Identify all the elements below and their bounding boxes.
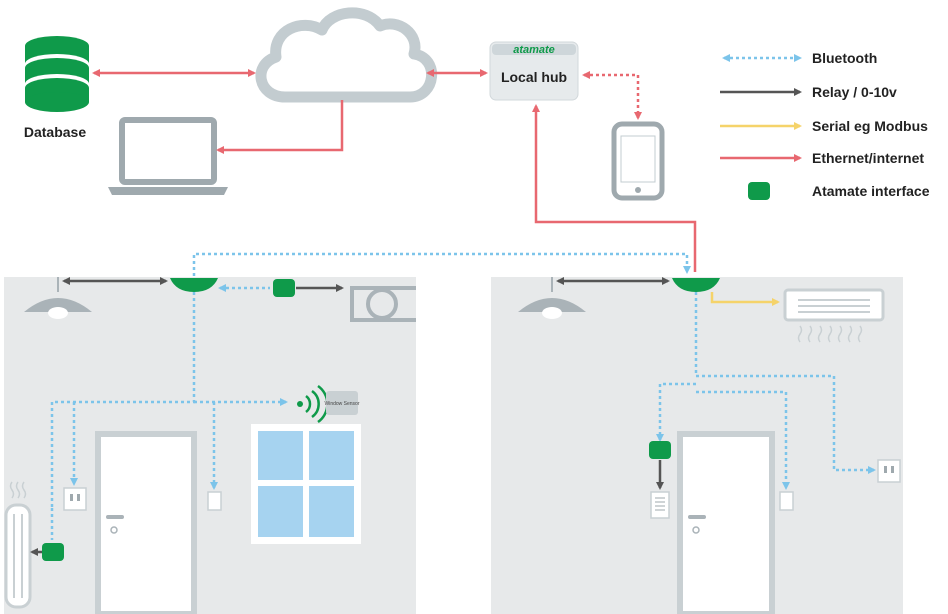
legend-serial-label: Serial eg Modbus [812,118,928,134]
right-bt-trunk [694,292,876,474]
room-bluetooth-link [192,252,691,276]
left-ceiling-light-icon [24,277,92,319]
left-light-switch-icon [63,487,87,511]
right-bt-door-sensor [696,390,790,490]
radiator-icon [4,481,32,609]
window-sensor-label: Window Sensor [324,401,359,407]
hub-label: Local hub [501,69,567,85]
hub-brand-logo: atamate [513,44,555,56]
left-fan-interface [273,279,295,297]
laptop-icon [108,117,228,195]
cloud-laptop-link [216,100,344,154]
left-bt-trunk [50,292,196,508]
window-sensor-device [326,391,358,415]
legend-relay-label: Relay / 0-10v [812,84,897,100]
right-ceiling-light-icon [518,277,586,319]
legend-bluetooth-label: Bluetooth [812,50,877,66]
right-bt-interface [656,382,696,442]
right-wall-interface [649,441,671,459]
window-icon [251,424,361,544]
left-ceiling-interface [170,278,218,292]
right-door-icon [677,431,775,614]
thermostat-panel-icon [650,491,670,519]
right-ceiling-interface [672,278,720,292]
right-light-switch-icon [877,459,901,483]
phone-icon [611,121,665,201]
left-door-sensor-icon [207,491,222,511]
extractor-fan-icon [350,286,416,322]
legend-interface-label: Atamate interface [812,183,930,199]
hub-room-link [532,104,697,272]
left-door-icon [95,431,197,614]
radiator-interface [42,543,64,561]
cloud-icon [255,7,437,103]
legend-interface-swatch [748,182,770,200]
database-icon [25,36,89,112]
legend: Bluetooth Relay / 0-10v Serial eg Modbus… [720,50,930,200]
legend-ethernet-label: Ethernet/internet [812,150,924,166]
database-label: Database [24,124,86,140]
air-conditioner-icon [783,288,885,343]
hub-phone-link [582,71,642,120]
local-hub [489,41,579,101]
right-door-sensor-icon [779,491,794,511]
right-ac-serial [710,292,780,306]
